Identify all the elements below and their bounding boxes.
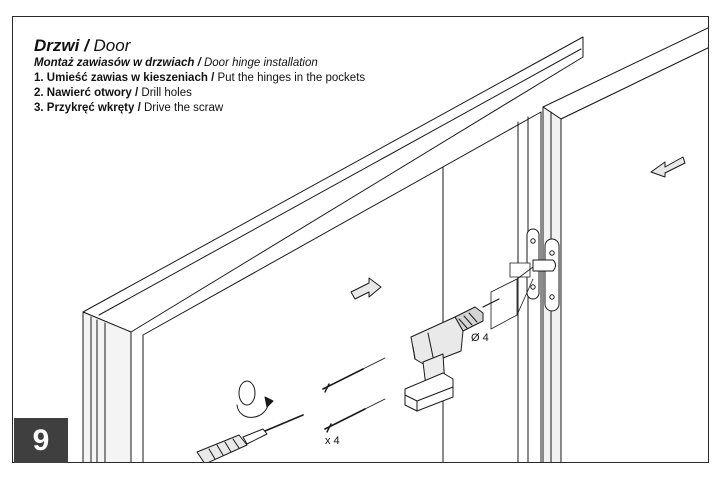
instructions-text: Drzwi / Door Montaż zawiasów w drzwiach … (34, 36, 365, 116)
page-title: Drzwi / Door (34, 36, 365, 56)
step-2-english: Drill holes (141, 87, 192, 99)
title-polish: Drzwi (34, 36, 80, 55)
hinge (509, 228, 560, 312)
door-hinge-illustration (82, 27, 708, 462)
subtitle-english: Door hinge installation (203, 57, 318, 69)
step-1-english: Put the hinges in the pockets (217, 72, 366, 84)
subtitle-separator: / (194, 57, 204, 69)
step-3: 3. Przykręć wkręty / Drive the scraw (34, 101, 365, 116)
drill (404, 298, 500, 412)
step-number-badge: 9 (14, 418, 68, 463)
screw-count-label: x 4 (325, 435, 340, 447)
screwdriver-icon (196, 414, 304, 462)
screw-leaders (362, 357, 386, 410)
door-leaf (542, 27, 708, 462)
instruction-panel: Drzwi / Door Montaż zawiasów w drzwiach … (12, 16, 709, 463)
step-1: 1. Umieść zawias w kieszeniach / Put the… (34, 71, 365, 86)
step-3-english: Drive the scraw (143, 102, 224, 114)
arrow-frame (350, 277, 382, 300)
subtitle-polish: Montaż zawiasów w drzwiach (34, 57, 195, 69)
step-2: 2. Nawierć otwory / Drill holes (34, 86, 365, 101)
clockwise-rotation-icon (236, 380, 274, 418)
step-1-separator: / (207, 72, 218, 84)
detail-callout (490, 266, 534, 330)
arrow-door (650, 156, 686, 178)
title-english: Door (93, 36, 131, 55)
step-2-polish: 2. Nawierć otwory (34, 87, 132, 99)
step-3-separator: / (134, 102, 144, 114)
step-1-polish: 1. Umieść zawias w kieszeniach (34, 72, 208, 84)
door-frame (82, 36, 584, 462)
title-separator: / (79, 36, 94, 55)
drill-diameter-label: Ø 4 (471, 332, 489, 344)
section-subtitle: Montaż zawiasów w drzwiach / Door hinge … (34, 56, 365, 71)
screw-upper (322, 368, 364, 393)
step-2-separator: / (131, 87, 142, 99)
step-3-polish: 3. Przykręć wkręty (34, 102, 135, 114)
screw-lower (324, 408, 366, 433)
